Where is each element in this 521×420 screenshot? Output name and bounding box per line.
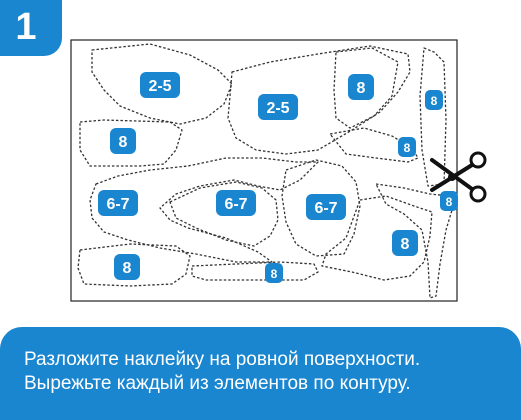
instruction-panel: Разложите наклейку на ровной поверхности… [0, 327, 521, 420]
piece-label-2-5-b: 2-5 [258, 94, 298, 120]
step-number: 1 [15, 6, 37, 48]
piece-label-text: 8 [446, 195, 453, 209]
piece-label-8-g: 8 [392, 230, 418, 256]
piece-label-text: 8 [119, 134, 128, 151]
step-badge: 1 [0, 0, 62, 56]
piece-outline-2-5-b [227, 45, 411, 155]
scissors-icon [430, 151, 487, 203]
piece-label-8-h: 8 [440, 191, 458, 211]
piece-label-8-c: 8 [425, 90, 443, 110]
piece-label-text: 8 [431, 94, 438, 108]
piece-outline-8-h [375, 183, 453, 299]
piece-outline-8-e [77, 243, 191, 287]
piece-label-8-a: 8 [110, 128, 136, 154]
piece-label-text: 2-5 [148, 78, 171, 95]
piece-label-text: 8 [401, 236, 410, 253]
piece-outline-8-g [321, 195, 433, 281]
instruction-line-1: Разложите наклейку на ровной поверхности… [24, 349, 421, 370]
instruction-line-2: Вырежьте каждый из элементов по контуру. [24, 373, 411, 394]
piece-label-8-e: 8 [114, 254, 140, 280]
sticker-sheet-border [70, 39, 458, 302]
piece-label-text: 6-7 [314, 200, 337, 217]
piece-label-text: 8 [357, 80, 366, 97]
piece-outline-6-7-c [281, 159, 361, 257]
piece-label-text: 8 [404, 141, 411, 155]
piece-label-6-7-c: 6-7 [306, 194, 346, 220]
piece-outline-8-c [419, 47, 447, 187]
piece-outline-2-5-a [91, 43, 233, 125]
piece-label-2-5-a: 2-5 [140, 72, 180, 98]
piece-outline-8-b [333, 47, 399, 129]
piece-label-8-b: 8 [348, 74, 374, 100]
piece-outline-6-7-b [169, 181, 279, 247]
piece-label-6-7-a: 6-7 [98, 190, 138, 216]
piece-label-text: 8 [123, 260, 132, 277]
piece-outline-8-f [191, 261, 319, 281]
piece-outline-8-a [79, 119, 183, 167]
piece-label-8-d: 8 [398, 137, 416, 157]
piece-label-8-f: 8 [265, 263, 283, 283]
piece-label-text: 6-7 [224, 196, 247, 213]
piece-label-text: 2-5 [266, 100, 289, 117]
piece-label-6-7-b: 6-7 [216, 190, 256, 216]
piece-label-text: 8 [271, 267, 278, 281]
piece-label-text: 6-7 [106, 196, 129, 213]
